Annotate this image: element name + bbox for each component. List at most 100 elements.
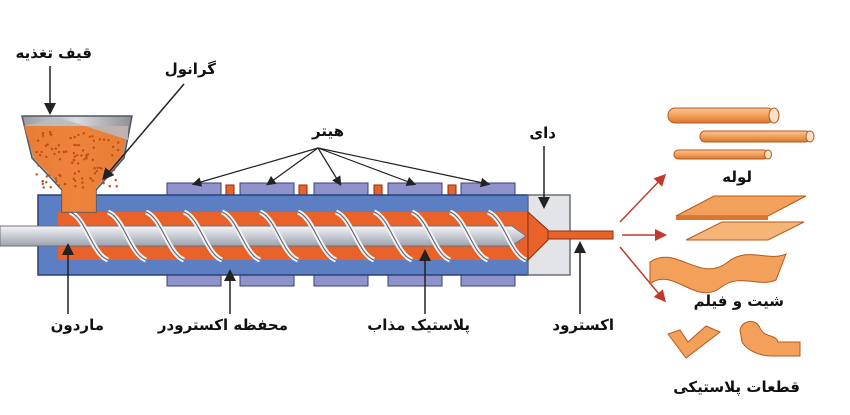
granule xyxy=(46,143,49,146)
granule xyxy=(93,167,96,170)
granule xyxy=(73,172,77,175)
granule xyxy=(54,177,57,180)
screw-flights xyxy=(68,209,528,263)
granule xyxy=(41,132,45,135)
granule xyxy=(54,147,57,150)
granule xyxy=(72,158,75,161)
thermocouple xyxy=(225,184,235,196)
label-screw: ماردون xyxy=(51,316,104,334)
heater-bands-top xyxy=(166,182,516,196)
granule xyxy=(112,168,116,172)
granule xyxy=(57,150,61,154)
granule xyxy=(95,169,99,173)
granule xyxy=(111,145,115,148)
granule xyxy=(115,185,119,188)
extrudate-strand xyxy=(547,230,614,240)
label-granules: گرانول xyxy=(165,60,217,78)
granule xyxy=(93,172,97,175)
granule xyxy=(48,174,51,177)
heater-band xyxy=(239,182,295,196)
granule xyxy=(74,179,77,182)
granule xyxy=(53,152,56,156)
screw-flight-edge xyxy=(259,211,299,261)
screw-flight-edge xyxy=(297,211,337,261)
screw-flight-edge xyxy=(335,211,375,261)
feed-hopper xyxy=(21,115,133,213)
granule xyxy=(82,132,85,135)
granule xyxy=(107,139,110,142)
granule xyxy=(63,182,67,186)
granule xyxy=(73,143,76,147)
granule xyxy=(102,182,105,185)
granule xyxy=(44,144,48,147)
heater-band xyxy=(460,274,516,287)
heater-band xyxy=(239,274,295,287)
granule xyxy=(81,186,85,189)
granule xyxy=(74,185,77,188)
granule xyxy=(81,149,85,152)
thermocouple xyxy=(298,184,308,196)
granule xyxy=(91,179,95,182)
granule xyxy=(72,151,76,155)
granule xyxy=(36,139,40,142)
granule xyxy=(73,135,76,139)
granule xyxy=(88,135,91,138)
granule xyxy=(57,144,60,147)
granule xyxy=(41,180,44,183)
label-heater: هیتر xyxy=(311,122,344,140)
granule xyxy=(111,154,114,157)
heater-band xyxy=(166,182,222,196)
granule xyxy=(92,139,96,142)
granule xyxy=(73,155,77,158)
heater-band xyxy=(313,182,369,196)
granule xyxy=(75,154,79,157)
granule xyxy=(55,180,58,183)
granule xyxy=(72,177,75,181)
granule xyxy=(58,158,62,161)
granule xyxy=(91,135,94,138)
granule xyxy=(35,150,38,154)
callouts: قیف تغذیه گرانول هیتر دای ماردون محفظه ا… xyxy=(15,44,614,335)
granule xyxy=(37,164,40,167)
label-hopper: قیف تغذیه xyxy=(15,44,92,62)
granule xyxy=(65,150,68,153)
granule xyxy=(69,136,72,140)
granule xyxy=(81,177,84,180)
granule xyxy=(102,138,106,141)
heater-band xyxy=(166,274,222,287)
granule xyxy=(62,150,65,154)
granule xyxy=(77,133,80,137)
granule xyxy=(96,166,99,169)
granule xyxy=(41,134,45,137)
granule xyxy=(77,170,81,173)
thermocouple xyxy=(373,184,383,196)
granule xyxy=(114,179,117,182)
label-melt: پلاستیک مذاب xyxy=(367,316,470,335)
screw-flight-edge xyxy=(449,211,489,261)
screw-flight-edge xyxy=(487,211,527,261)
heater-band xyxy=(387,274,443,287)
granule xyxy=(116,149,120,152)
granule xyxy=(35,173,38,176)
granule xyxy=(70,161,74,164)
screw-flight-edge xyxy=(221,211,261,261)
granule xyxy=(58,173,61,177)
product-pieces xyxy=(667,321,801,359)
heater-band xyxy=(313,274,369,287)
granule xyxy=(49,130,52,134)
granule xyxy=(83,158,86,161)
granule xyxy=(49,132,52,136)
granule xyxy=(92,146,96,149)
granule xyxy=(81,181,84,184)
granule xyxy=(75,144,78,147)
screw-flight-edge xyxy=(373,211,413,261)
granules xyxy=(35,130,120,189)
label-pipe: لوله xyxy=(722,168,752,186)
granule xyxy=(42,186,45,189)
screw-flight-edge xyxy=(145,211,185,261)
thermocouple xyxy=(447,184,457,196)
label-sheet-film: شیت و فیلم xyxy=(694,292,784,310)
granule xyxy=(99,166,102,170)
granule xyxy=(45,155,48,159)
